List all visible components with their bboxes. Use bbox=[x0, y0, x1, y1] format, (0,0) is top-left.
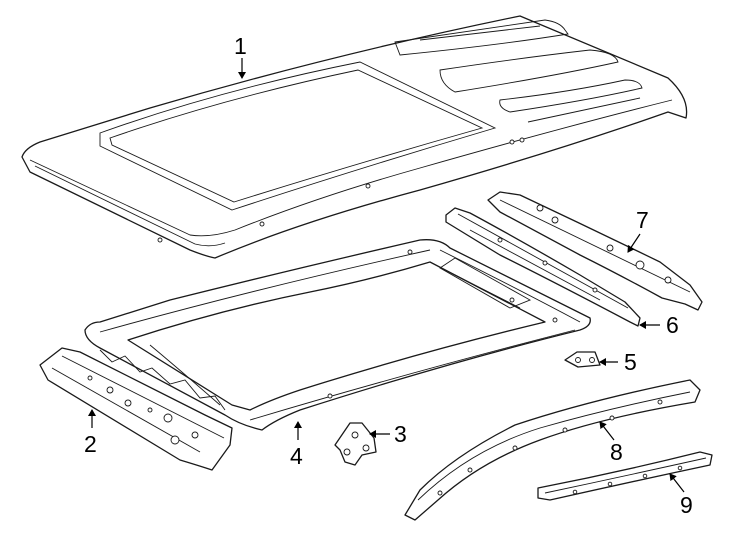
leader-7 bbox=[627, 233, 641, 253]
callout-4: 4 bbox=[290, 443, 303, 469]
side-roof-rail bbox=[404, 379, 701, 521]
leader-8 bbox=[599, 421, 615, 441]
callout-8: 8 bbox=[610, 439, 623, 465]
callout-2: 2 bbox=[84, 431, 97, 457]
front-roof-header bbox=[39, 347, 233, 471]
callout-7: 7 bbox=[636, 207, 649, 233]
callout-1: 1 bbox=[234, 33, 247, 59]
roof-panel bbox=[21, 15, 688, 259]
callout-9: 9 bbox=[680, 492, 693, 518]
leader-lines bbox=[88, 58, 685, 493]
bracket bbox=[334, 422, 377, 466]
callout-labels: 1 2 3 4 5 6 7 8 9 bbox=[84, 33, 693, 518]
leader-9 bbox=[669, 473, 685, 493]
callout-5: 5 bbox=[624, 349, 637, 375]
callout-6: 6 bbox=[666, 312, 679, 338]
rail-reinforcement bbox=[537, 451, 713, 501]
small-bracket bbox=[564, 351, 601, 368]
callout-3: 3 bbox=[394, 421, 407, 447]
roof-frame bbox=[84, 239, 591, 431]
rear-roof-header bbox=[487, 191, 703, 311]
